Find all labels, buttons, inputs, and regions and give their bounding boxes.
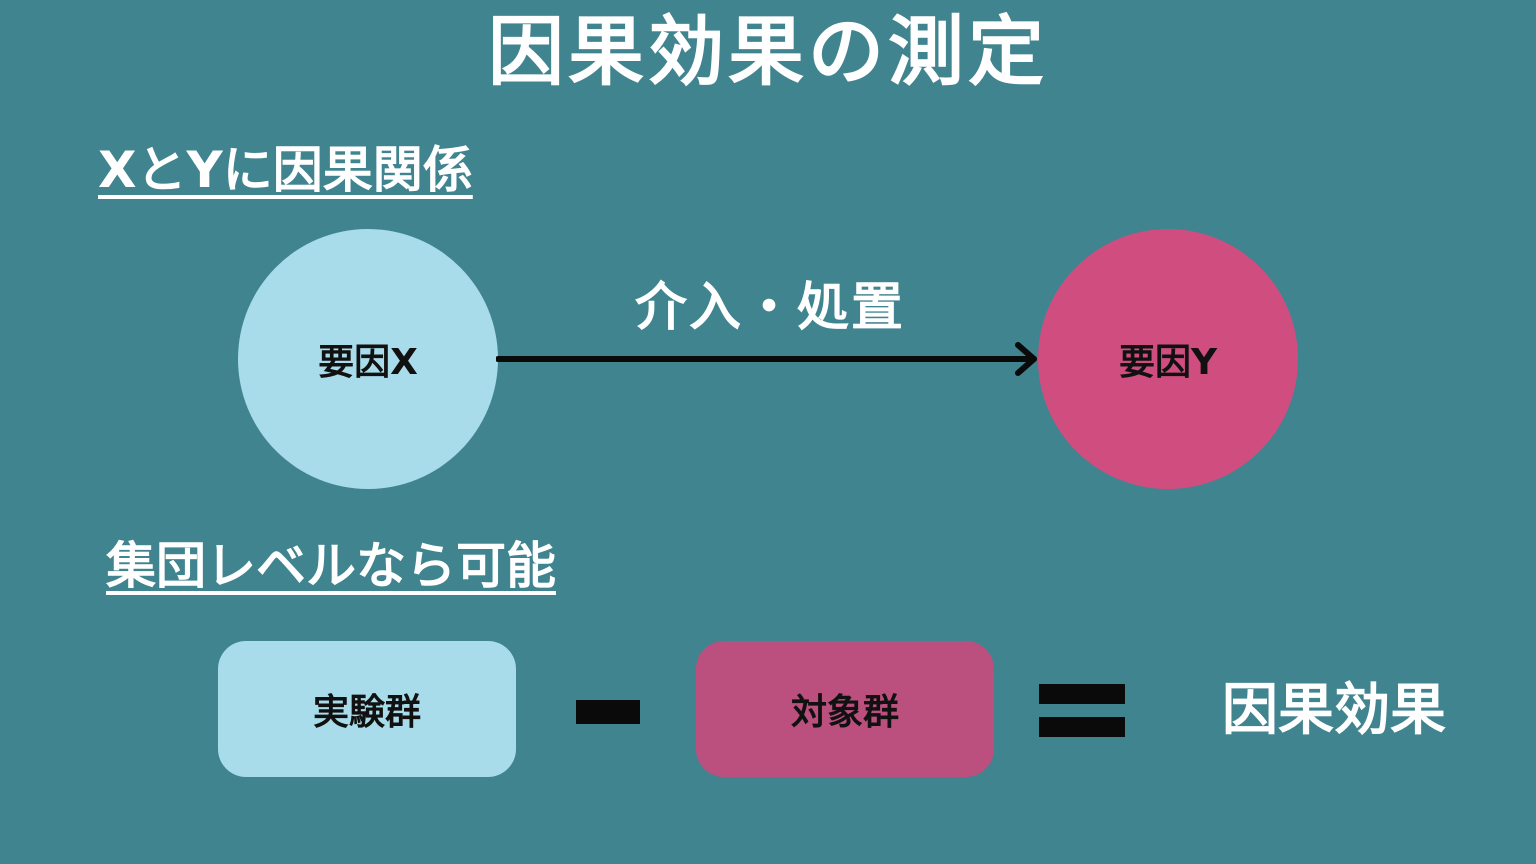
treatment-group-box: 実験群 xyxy=(218,641,516,777)
treatment-group-label: 実験群 xyxy=(312,692,421,733)
equals-sign-bottom-bar xyxy=(1039,717,1125,737)
intervention-arrow xyxy=(496,342,1037,376)
factor-y-label: 要因Y xyxy=(1118,342,1218,383)
group-level-heading: 集団レベルなら可能 xyxy=(106,537,556,595)
factor-x-circle: 要因X xyxy=(238,229,498,489)
equals-sign-top-bar xyxy=(1039,684,1125,704)
factor-x-label: 要因X xyxy=(318,342,418,383)
control-group-box: 対象群 xyxy=(696,641,994,777)
control-group-label: 対象群 xyxy=(790,692,899,733)
causal-effect-result: 因果効果 xyxy=(1222,678,1446,743)
minus-sign xyxy=(576,700,640,724)
page-title: 因果効果の測定 xyxy=(488,7,1048,96)
arrow-head xyxy=(1015,342,1037,376)
causal-relation-heading: XとYに因果関係 xyxy=(98,141,473,199)
factor-y-circle: 要因Y xyxy=(1038,229,1298,489)
intervention-label: 介入・処置 xyxy=(634,278,905,338)
